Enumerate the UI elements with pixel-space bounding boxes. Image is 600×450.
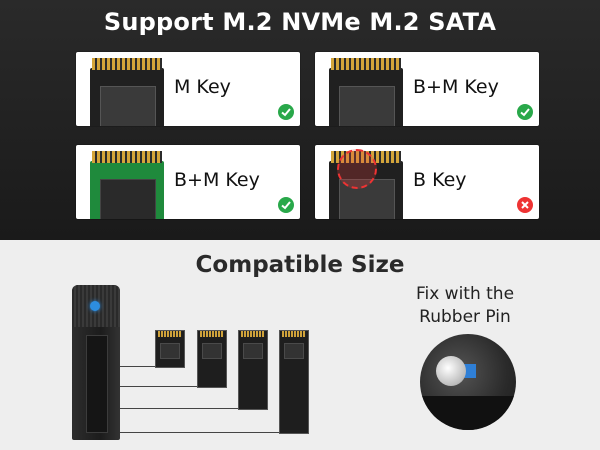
support-section: Support M.2 NVMe M.2 SATA M Key B+M Key	[0, 0, 600, 240]
rubber-pin-icon	[436, 356, 466, 386]
check-icon	[278, 197, 294, 213]
check-icon	[517, 104, 533, 120]
highlight-circle	[337, 149, 377, 189]
ssd-2230-image	[155, 330, 185, 368]
size-line	[120, 386, 210, 387]
ssd-m-key-image	[90, 58, 164, 126]
ssd-2280-image	[279, 330, 309, 434]
ssd-2260-image	[238, 330, 268, 410]
pin-note-line1: Fix with the	[415, 284, 515, 304]
ssd-bm-key-green-image	[90, 151, 164, 219]
size-line	[120, 366, 162, 367]
card-m-key: M Key	[76, 52, 300, 126]
cross-icon	[517, 197, 533, 213]
ssd-2242-image	[197, 330, 227, 388]
ssd-bm-key-image	[329, 58, 403, 126]
size-line	[120, 408, 250, 409]
rubber-pin-note: Fix with the Rubber Pin	[410, 283, 520, 329]
compatible-size-title: Compatible Size	[195, 252, 405, 278]
card-label: B+M Key	[413, 76, 499, 98]
pin-note-line2: Rubber Pin	[419, 307, 511, 327]
led-indicator	[90, 301, 100, 311]
ssd-enclosure-image	[72, 285, 120, 440]
card-label: M Key	[174, 76, 231, 98]
card-bm-key-green: B+M Key	[76, 145, 300, 219]
card-label: B Key	[413, 169, 467, 191]
card-label: B+M Key	[174, 169, 260, 191]
card-b-key: B Key	[315, 145, 539, 219]
support-title: Support M.2 NVMe M.2 SATA	[103, 8, 497, 36]
size-line	[120, 432, 292, 433]
rubber-pin-closeup-image	[420, 334, 516, 430]
ssd-b-key-image	[329, 149, 403, 219]
check-icon	[278, 104, 294, 120]
card-bm-key: B+M Key	[315, 52, 539, 126]
